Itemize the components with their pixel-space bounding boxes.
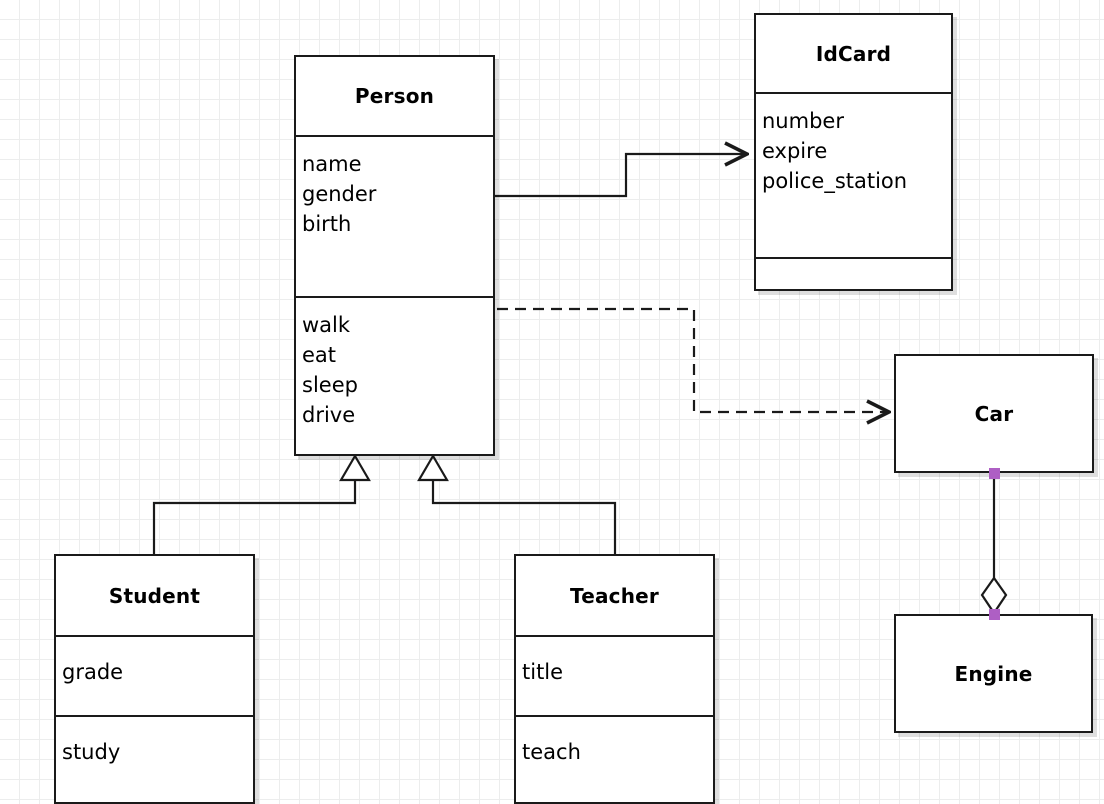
class-attributes-student: grade <box>56 635 253 715</box>
class-title-person: Person <box>296 57 493 135</box>
operation-item: eat <box>302 343 337 367</box>
class-name-label: Car <box>974 401 1014 426</box>
class-title-idcard: IdCard <box>756 15 951 92</box>
class-operations-person: walk eat sleep drive <box>296 296 493 454</box>
class-operations-idcard <box>756 257 951 289</box>
edge-person-idcard[interactable] <box>495 154 747 198</box>
attribute-item: number <box>762 109 844 133</box>
class-box-person[interactable]: Person name gender birth walk eat sleep … <box>294 55 495 456</box>
class-box-teacher[interactable]: Teacher title teach <box>514 554 715 804</box>
class-name-label: Student <box>108 583 201 608</box>
edge-student-person[interactable] <box>152 453 371 554</box>
class-title-teacher: Teacher <box>516 556 713 635</box>
edge-person-car[interactable] <box>497 307 889 412</box>
class-operations-student: study <box>56 715 253 802</box>
class-box-car[interactable]: Car <box>894 354 1094 473</box>
class-box-engine[interactable]: Engine <box>894 614 1093 733</box>
class-title-car: Car <box>896 356 1092 471</box>
class-attributes-idcard: number expire police_station <box>756 92 951 257</box>
operation-item: teach <box>522 740 581 764</box>
attribute-item: birth <box>302 212 352 236</box>
attribute-item: gender <box>302 182 377 206</box>
attribute-item: grade <box>62 660 124 684</box>
class-attributes-person: name gender birth <box>296 135 493 296</box>
class-title-student: Student <box>56 556 253 635</box>
class-operations-teacher: teach <box>516 715 713 802</box>
operation-item: drive <box>302 403 356 427</box>
attribute-item: name <box>302 152 362 176</box>
edge-car-engine[interactable] <box>980 473 1008 615</box>
class-name-label: IdCard <box>815 41 892 66</box>
class-name-label: Engine <box>954 661 1033 686</box>
class-name-label: Person <box>354 84 435 108</box>
attribute-item: expire <box>762 139 828 163</box>
operation-item: study <box>62 740 121 764</box>
attribute-item: police_station <box>762 169 908 193</box>
class-box-idcard[interactable]: IdCard number expire police_station <box>754 13 953 291</box>
class-attributes-teacher: title <box>516 635 713 715</box>
class-title-engine: Engine <box>896 616 1091 731</box>
class-box-student[interactable]: Student grade study <box>54 554 255 804</box>
operation-item: sleep <box>302 373 358 397</box>
operation-item: walk <box>302 313 351 337</box>
edge-teacher-person[interactable] <box>417 453 617 554</box>
class-name-label: Teacher <box>570 583 659 608</box>
attribute-item: title <box>522 660 564 684</box>
